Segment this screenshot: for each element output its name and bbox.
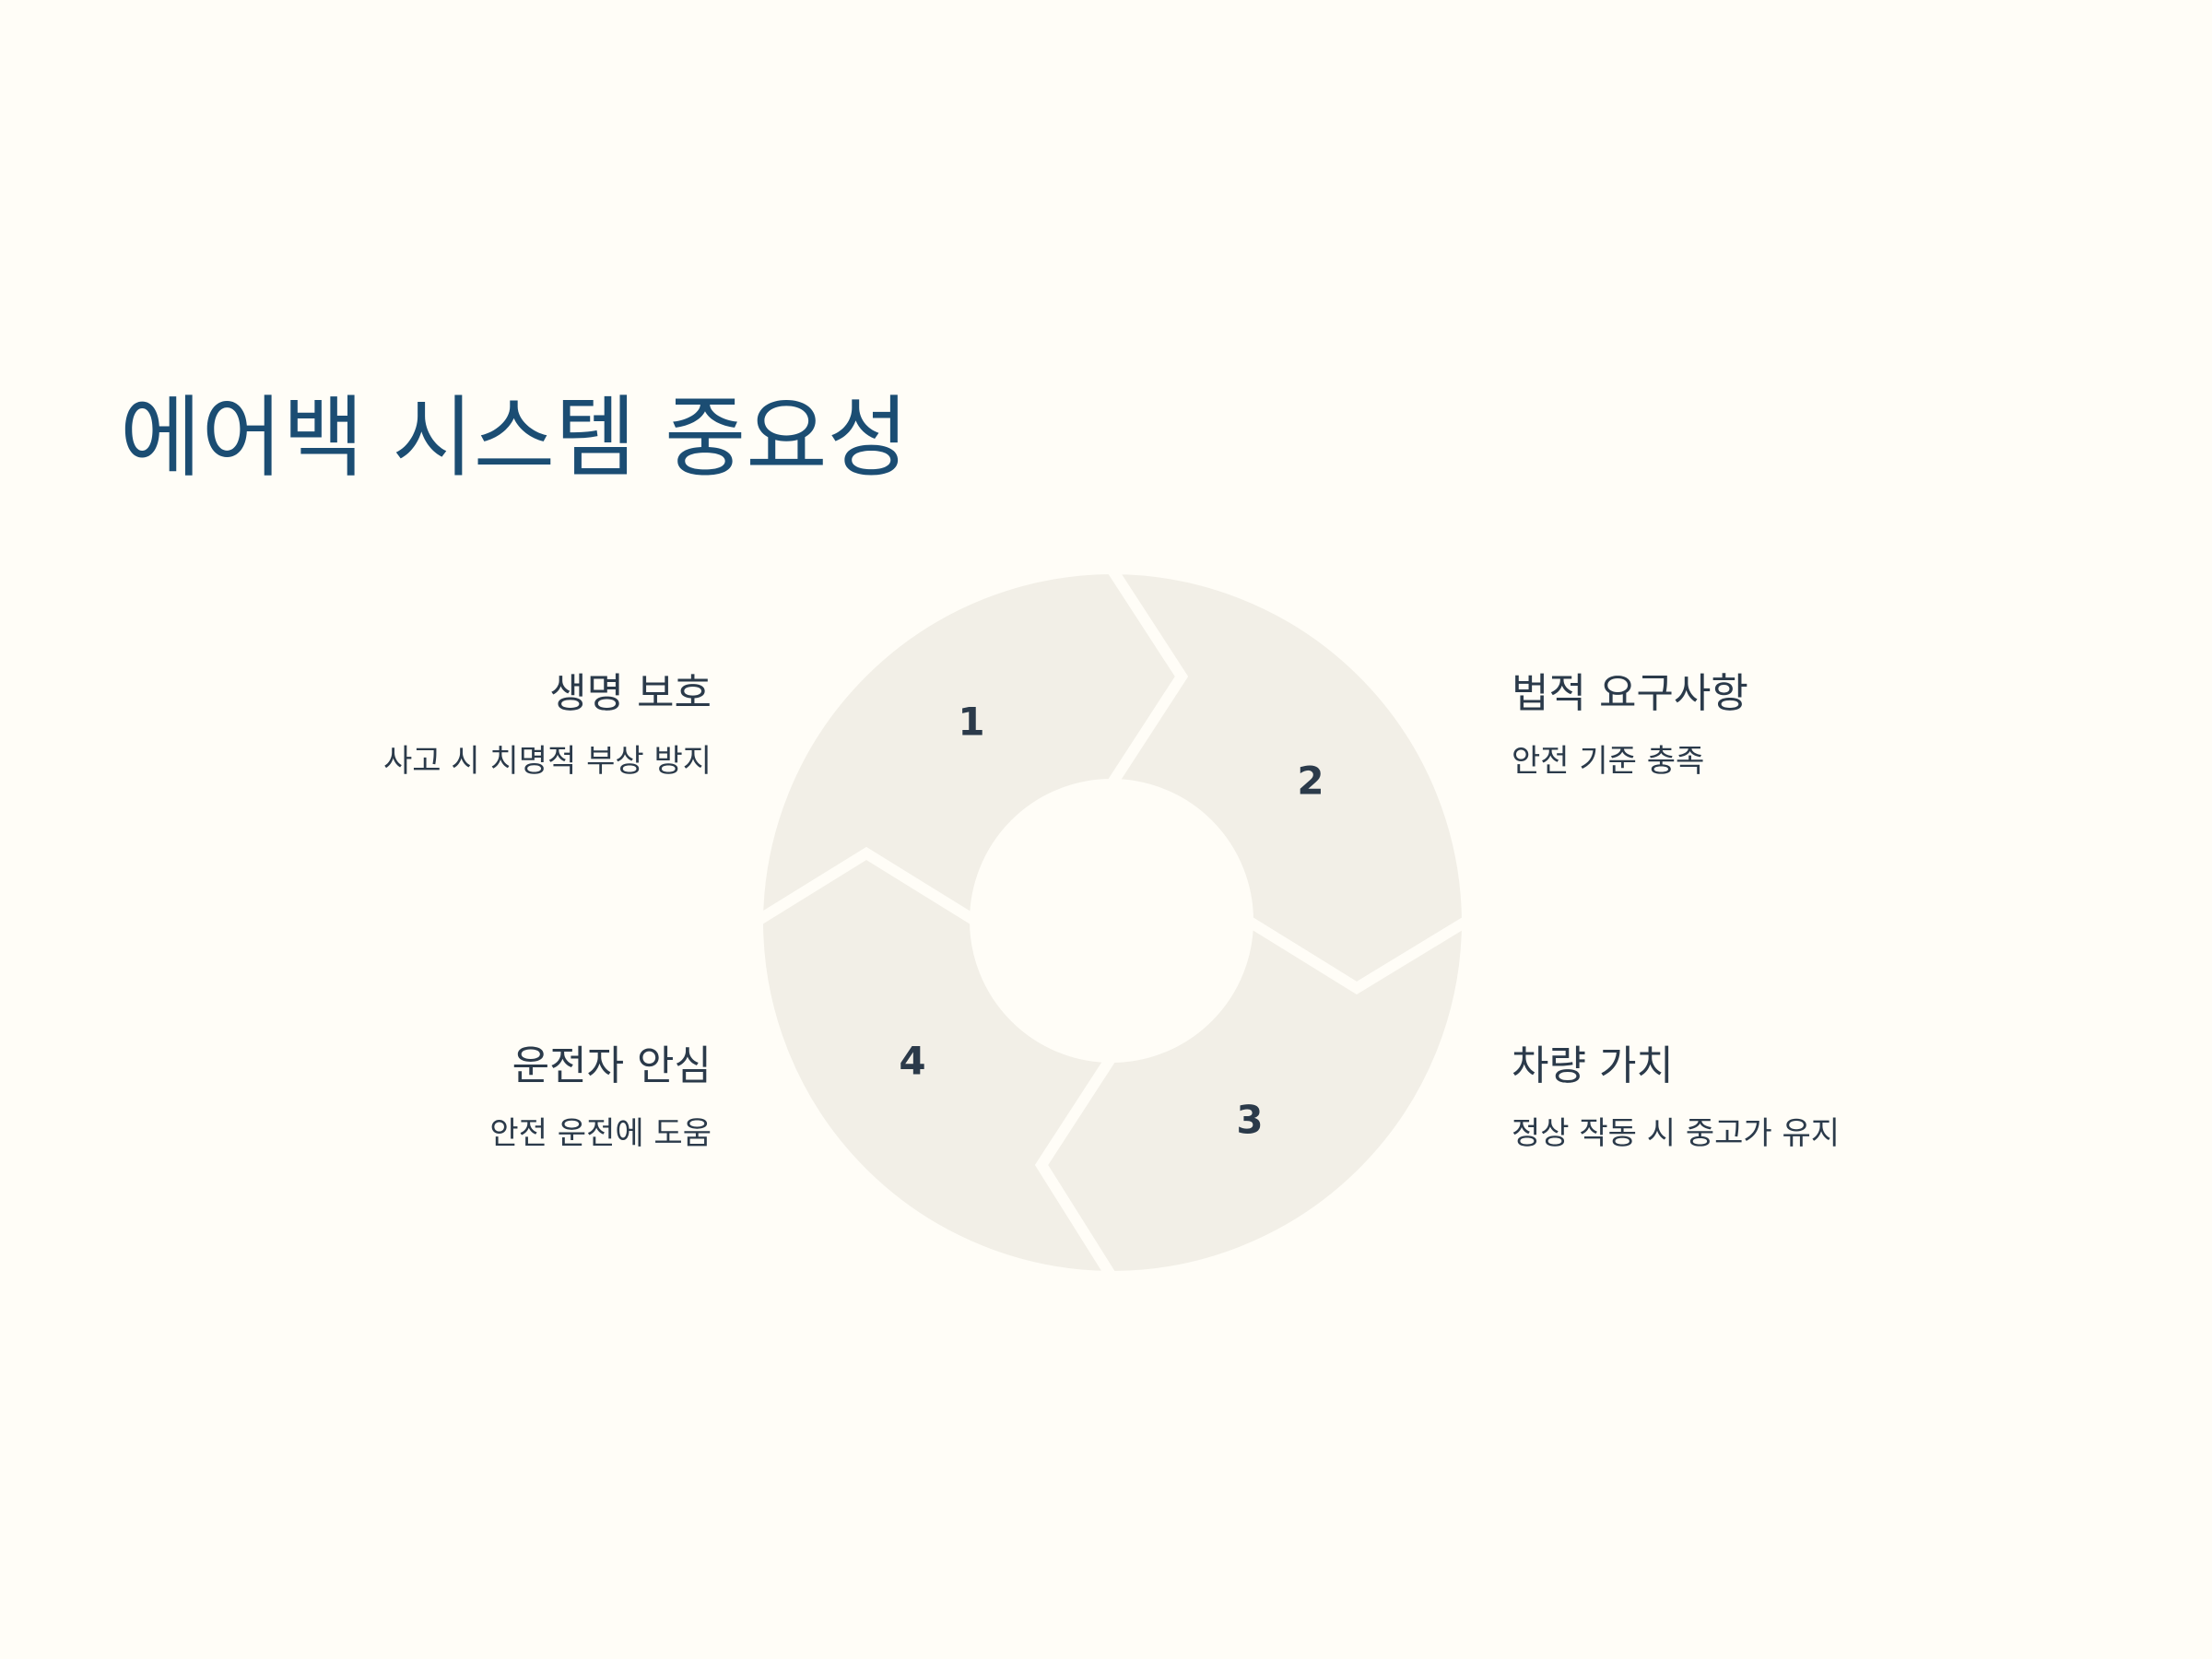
item-2-description: 안전 기준 충족 bbox=[1512, 743, 1705, 781]
cycle-number-1: 1 bbox=[958, 700, 984, 745]
item-4: 운전자 안심 안전 운전에 도움 bbox=[195, 1040, 712, 1157]
cycle-number-2: 2 bbox=[1297, 759, 1324, 804]
cycle-number-3: 3 bbox=[1236, 1098, 1263, 1143]
cycle-segment-3 bbox=[1034, 911, 1474, 1283]
cycle-segment-2 bbox=[1100, 562, 1474, 995]
item-2-title: 법적 요구사항 bbox=[1512, 670, 1748, 717]
cycle-number-4: 4 bbox=[899, 1039, 925, 1084]
item-1-title: 생명 보호 bbox=[549, 670, 712, 717]
cycle-segment-4 bbox=[751, 846, 1123, 1283]
slide-title: 에어백 시스템 중요성 bbox=[120, 386, 909, 489]
item-1: 생명 보호 사고 시 치명적 부상 방지 bbox=[195, 667, 712, 784]
item-2: 법적 요구사항 안전 기준 충족 bbox=[1512, 667, 2028, 784]
item-4-title: 운전자 안심 bbox=[512, 1042, 712, 1089]
item-3: 차량 가치 정상 작동 시 중고가 유지 bbox=[1512, 1040, 2028, 1157]
item-1-description: 사고 시 치명적 부상 방지 bbox=[382, 743, 712, 781]
cycle-segment-1 bbox=[751, 562, 1189, 931]
item-4-description: 안전 운전에 도움 bbox=[489, 1115, 712, 1153]
item-3-title: 차량 가치 bbox=[1512, 1042, 1674, 1089]
item-3-description: 정상 작동 시 중고가 유지 bbox=[1512, 1115, 1841, 1153]
